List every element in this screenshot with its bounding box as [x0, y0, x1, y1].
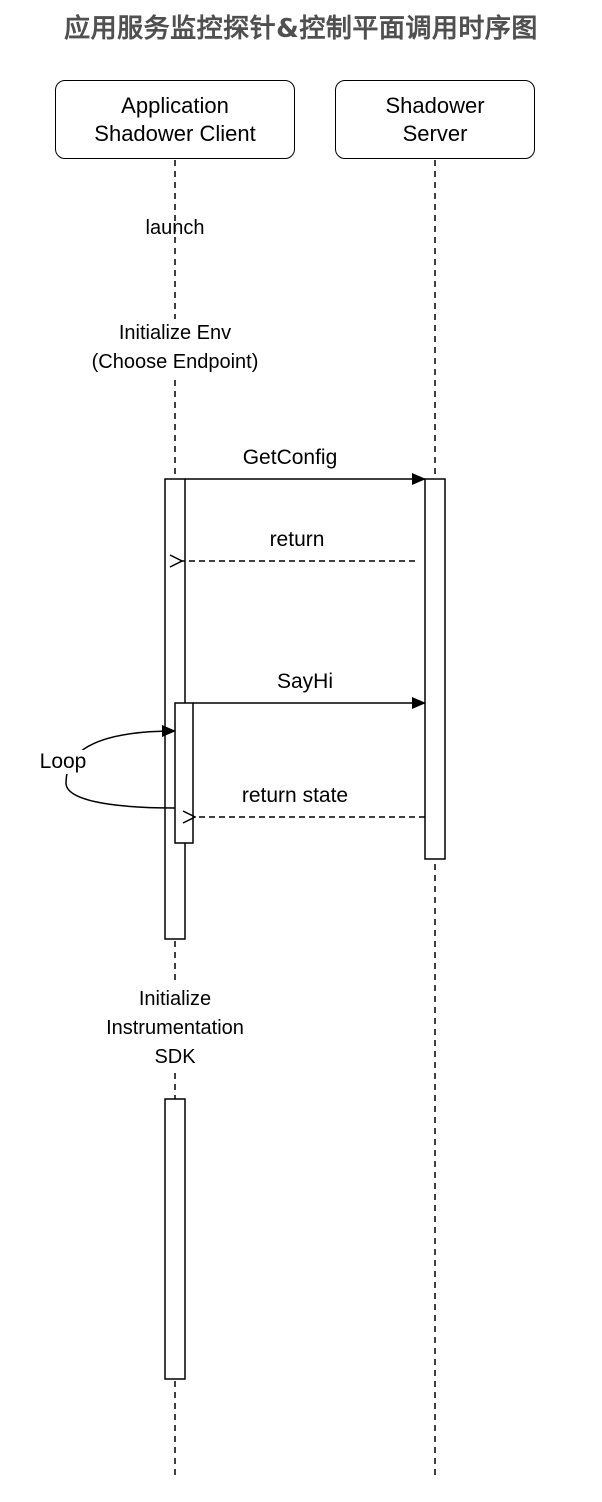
- server-activation: [424, 478, 446, 860]
- client-activation-sdk: [164, 1098, 186, 1380]
- participant-client-line1: Application: [121, 92, 229, 118]
- note-initialize-env: Initialize Env (Choose Endpoint): [55, 319, 295, 377]
- loop-curve: [65, 725, 176, 809]
- participant-server-line1: Shadower: [385, 92, 485, 118]
- participant-server: Shadower Server: [335, 80, 535, 159]
- message-label-say-hi: SayHi: [245, 670, 365, 694]
- page-title: 应用服务监控探针&控制平面调用时序图: [64, 14, 538, 44]
- message-label-return: return: [237, 528, 357, 552]
- client-activation-loop: [174, 702, 194, 844]
- participant-client: Application Shadower Client: [55, 80, 295, 159]
- note-launch: launch: [145, 217, 205, 239]
- participant-client-line2: Shadower Client: [94, 120, 256, 146]
- message-label-return-state: return state: [220, 784, 370, 808]
- participant-server-line2: Server: [402, 120, 468, 146]
- note-initialize-sdk: Initialize Instrumentation SDK: [75, 985, 275, 1072]
- message-label-get-config: GetConfig: [230, 446, 350, 470]
- loop-label: Loop: [30, 750, 96, 774]
